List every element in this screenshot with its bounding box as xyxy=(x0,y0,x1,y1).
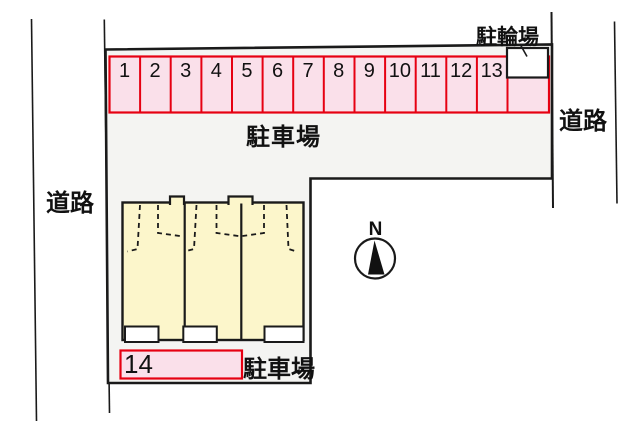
bicycle-parking-leader-line xyxy=(519,43,528,57)
building-bump-2 xyxy=(227,195,254,205)
parking-space-number: 2 xyxy=(149,60,161,82)
bicycle-parking-box xyxy=(505,46,550,79)
parking-space-number: 4 xyxy=(210,60,222,82)
dashed-interior-lines xyxy=(127,204,297,253)
road-left-label: 道路 xyxy=(46,190,94,217)
building-bump-2-fill xyxy=(229,196,252,206)
parking-lot-top-label: 駐車場 xyxy=(246,124,321,151)
road-right-outer-line xyxy=(613,21,618,204)
building-bump-1 xyxy=(168,195,186,205)
compass-needle xyxy=(368,240,385,275)
parking-space-number: 3 xyxy=(180,60,192,82)
parking-space-number: 7 xyxy=(302,60,314,82)
unit3-dashed-long xyxy=(285,204,297,253)
parking-space-number: 8 xyxy=(333,60,345,82)
entrance-box-3 xyxy=(263,325,305,343)
parking-space-14-number: 14 xyxy=(124,349,153,379)
parking-space-number: 13 xyxy=(480,60,503,82)
building-bump-1-fill xyxy=(171,196,183,206)
road-left-outer-line xyxy=(30,18,38,422)
entrance-box-1 xyxy=(124,325,160,343)
parking-space-number: 10 xyxy=(388,60,412,82)
parking-space-14-box xyxy=(119,349,244,380)
parking-space-number: 6 xyxy=(271,60,284,82)
unit1-dashed-l xyxy=(157,205,181,237)
compass-north-label: N xyxy=(368,219,383,240)
parking-space-number: 9 xyxy=(363,60,375,82)
parking-space-number: 11 xyxy=(420,60,441,82)
unit3-dashed-l xyxy=(242,205,265,237)
unit2-dashed-l xyxy=(215,205,239,237)
parking-strip xyxy=(108,55,551,114)
building-outline xyxy=(121,201,305,342)
parking-space-number: 5 xyxy=(241,60,253,82)
parking-space-dividers xyxy=(139,57,509,112)
bicycle-parking-label: 駐輪場 xyxy=(476,26,539,49)
entrance-box-2 xyxy=(182,325,218,343)
parking-space-number: 1 xyxy=(118,60,131,82)
parking-space-number: 12 xyxy=(449,60,473,82)
road-right-label: 道路 xyxy=(559,108,607,135)
parking-lot-bottom-label: 駐車場 xyxy=(243,356,315,383)
